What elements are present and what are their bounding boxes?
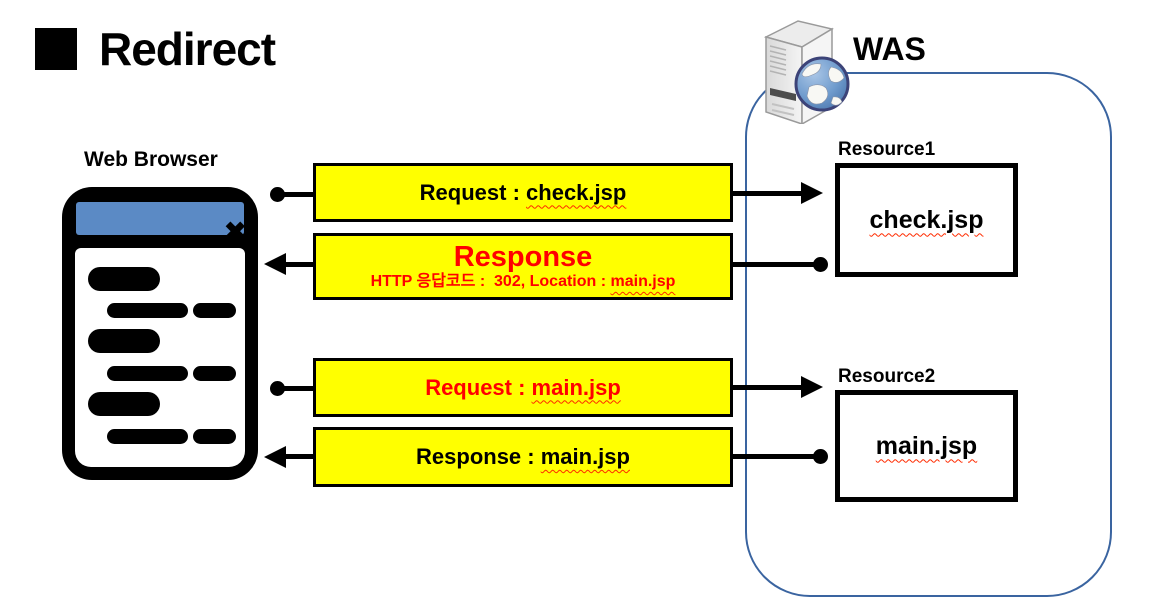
web-browser-icon: ✖ <box>62 187 258 480</box>
request1-line-right <box>731 191 803 196</box>
content-line <box>88 329 160 353</box>
globe-icon <box>794 56 850 112</box>
server-front-face <box>765 36 803 124</box>
response1-line-right <box>731 262 815 267</box>
request2-box: Request : main.jsp <box>313 358 733 417</box>
was-label: WAS <box>853 31 926 67</box>
response1-detail: HTTP 응답코드 : 302, Location : main.jsp <box>371 272 676 291</box>
response1-origin-dot <box>813 257 828 272</box>
request2-line-right <box>731 385 803 390</box>
request2-arrowhead-icon <box>801 376 823 398</box>
content-line <box>193 366 236 381</box>
response1-heading: Response <box>453 241 593 273</box>
response2-origin-dot <box>813 449 828 464</box>
was-container <box>745 72 1112 597</box>
response1-arrowhead-icon <box>264 253 286 275</box>
resource1-box: check.jsp <box>835 163 1018 277</box>
content-line <box>107 303 188 318</box>
response1-box: Response HTTP 응답코드 : 302, Location : mai… <box>313 233 733 300</box>
content-line <box>88 392 160 416</box>
content-line <box>107 366 188 381</box>
request2-file: main.jsp <box>531 374 621 400</box>
request2-prefix: Request : <box>425 374 532 400</box>
resource2-file: main.jsp <box>875 431 978 460</box>
page-title-text: Redirect <box>99 23 276 75</box>
request1-prefix: Request : <box>419 179 527 205</box>
content-line <box>193 303 236 318</box>
request2-line-left <box>276 386 314 391</box>
request1-arrowhead-icon <box>801 182 823 204</box>
response2-box: Response : main.jsp <box>313 427 733 487</box>
response2-line-left <box>284 454 314 459</box>
request1-file: check.jsp <box>526 179 627 205</box>
browser-content-area <box>75 248 245 467</box>
server-slot <box>770 88 796 101</box>
close-icon: ✖ <box>224 217 247 247</box>
response2-prefix: Response : <box>416 444 541 469</box>
request1-text: Request : check.jsp <box>420 180 627 206</box>
response2-line-right <box>731 454 815 459</box>
request1-box: Request : check.jsp <box>313 163 733 222</box>
web-browser-label: Web Browser <box>84 148 218 171</box>
server-drive-bays <box>769 45 787 76</box>
response1-line-left <box>284 262 314 267</box>
server-icon <box>763 20 850 124</box>
resource2-label: Resource2 <box>838 366 936 387</box>
request2-text: Request : main.jsp <box>425 375 621 401</box>
browser-titlebar: ✖ <box>76 202 247 247</box>
response1-detail-prefix: HTTP 응답코드 : 302, Location : <box>370 273 611 290</box>
response2-file: main.jsp <box>540 444 630 469</box>
content-line <box>88 267 160 291</box>
page-title: Redirect <box>35 22 276 76</box>
resource1-label: Resource1 <box>838 139 936 160</box>
bullet-square-icon <box>35 28 77 70</box>
content-line <box>107 429 188 444</box>
content-line <box>193 429 236 444</box>
response2-arrowhead-icon <box>264 446 286 468</box>
request1-line-left <box>276 192 314 197</box>
response2-text: Response : main.jsp <box>416 444 630 470</box>
response1-detail-file: main.jsp <box>610 273 676 290</box>
resource2-box: main.jsp <box>835 390 1018 502</box>
resource1-file: check.jsp <box>869 205 984 234</box>
server-vents <box>771 103 795 116</box>
